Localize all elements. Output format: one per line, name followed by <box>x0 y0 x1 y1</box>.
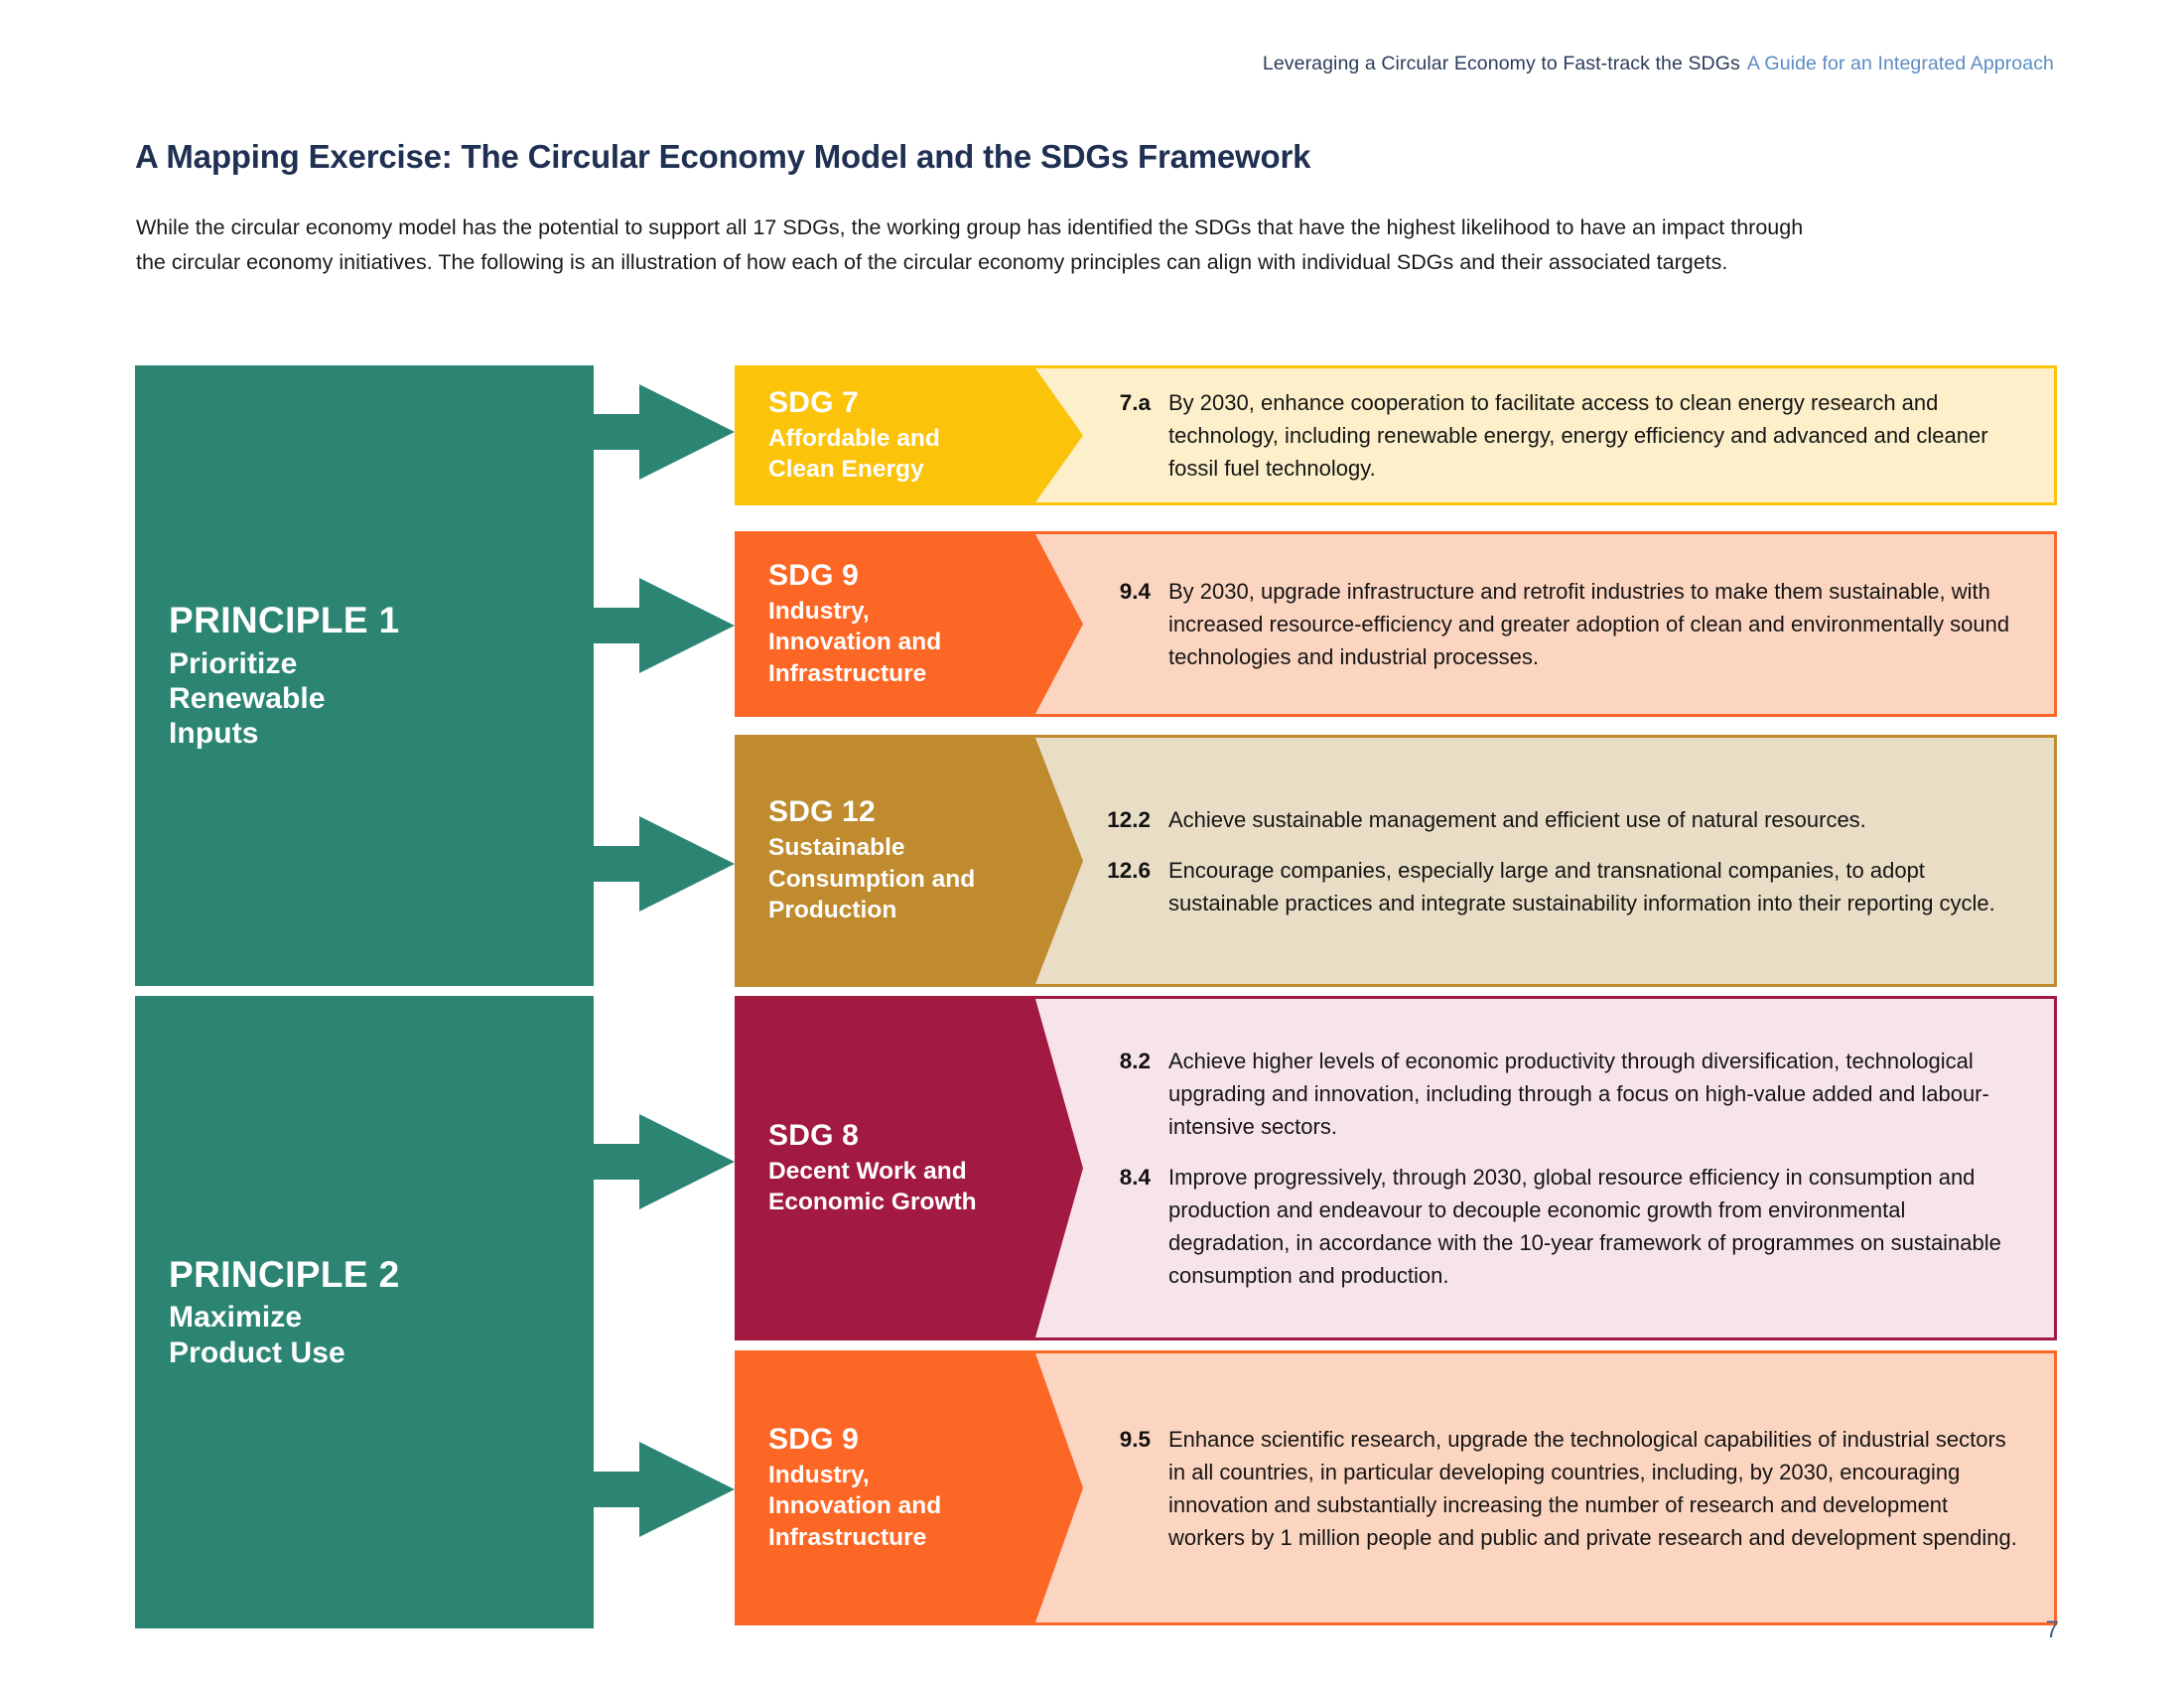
sdg-chevron-point <box>1035 999 1083 1337</box>
sdg-label-panel: SDG 7 Affordable and Clean Energy <box>738 368 1035 502</box>
sdg-targets-panel: 9.5 Enhance scientific research, upgrade … <box>1083 1353 2054 1622</box>
sdg-target-text: Improve progressively, through 2030, glo… <box>1168 1165 2001 1288</box>
intro-paragraph: While the circular economy model has the… <box>136 215 1804 274</box>
sdg-label-panel: SDG 9 Industry, Innovation and Infrastruc… <box>738 534 1035 714</box>
sdg-number-label: SDG 8 <box>768 1118 860 1152</box>
sdg-number-label: SDG 9 <box>768 558 860 592</box>
principle-title: PRINCIPLE 2 <box>169 1253 400 1295</box>
sdg-target-text: Achieve higher levels of economic produc… <box>1168 1049 1989 1139</box>
sdg-target-text: Achieve sustainable management and effic… <box>1168 806 1866 832</box>
sdg-target-row: 12.2 Achieve sustainable management and e… <box>1083 803 2028 836</box>
principle-title: PRINCIPLE 1 <box>169 600 400 641</box>
sdg-chevron-point <box>1035 738 1083 984</box>
sdg-card-sdg-7-0: SDG 7 Affordable and Clean Energy 7.a By 20… <box>735 365 2057 505</box>
sdg-target-row: 7.a By 2030, enhance cooperation to facil… <box>1083 386 2028 485</box>
sdg-card-sdg-9-1: SDG 9 Industry, Innovation and Infrastruc… <box>735 531 2057 717</box>
sdg-targets-panel: 12.2 Achieve sustainable management and e… <box>1083 738 2054 984</box>
sdg-target-number: 8.4 <box>1119 1165 1151 1190</box>
sdg-card-sdg-12-2: SDG 12 Sustainable Consumption and Produc… <box>735 735 2057 987</box>
sdg-target-number: 9.5 <box>1119 1426 1151 1452</box>
sdg-chevron-point <box>1035 534 1083 714</box>
arrow-spine-1 <box>556 365 594 986</box>
sdg-label-panel: SDG 12 Sustainable Consumption and Produc… <box>738 738 1035 984</box>
sdg-target-text: Encourage companies, especially large an… <box>1168 857 1995 915</box>
sdg-target-number: 12.2 <box>1107 806 1151 832</box>
sdg-target-text: Enhance scientific research, upgrade the… <box>1168 1426 2017 1550</box>
running-header-main: Leveraging a Circular Economy to Fast-tr… <box>1262 53 1740 74</box>
sdg-chevron-point <box>1035 368 1083 502</box>
sdg-target-text: By 2030, upgrade infrastructure and retr… <box>1168 579 2010 669</box>
sdg-targets-panel: 8.2 Achieve higher levels of economic pro… <box>1083 999 2054 1337</box>
sdg-goal-description: Decent Work and Economic Growth <box>768 1157 977 1215</box>
sdg-targets-panel: 9.4 By 2030, upgrade infrastructure and r… <box>1083 534 2054 714</box>
principle-subtitle: Prioritize Renewable Inputs <box>169 646 326 751</box>
principle-subtitle: Maximize Product Use <box>169 1301 345 1369</box>
connector-arrow-2 <box>556 578 735 673</box>
sdg-number-label: SDG 7 <box>768 385 860 419</box>
arrow-spine-2 <box>556 996 594 1628</box>
sdg-card-sdg-9-4: SDG 9 Industry, Innovation and Infrastruc… <box>735 1350 2057 1625</box>
sdg-label-panel: SDG 8 Decent Work and Economic Growth <box>738 999 1035 1337</box>
principle-block-1: PRINCIPLE 1 Prioritize Renewable Inputs <box>135 365 556 986</box>
sdg-target-row: 8.4 Improve progressively, through 2030, … <box>1083 1161 2028 1292</box>
page-number: 7 <box>2045 1617 2059 1643</box>
sdg-targets-panel: 7.a By 2030, enhance cooperation to facil… <box>1083 368 2054 502</box>
sdg-number-label: SDG 12 <box>768 795 876 829</box>
sdg-chevron-point <box>1035 1353 1083 1622</box>
connector-arrow-4 <box>556 1114 735 1209</box>
sdg-target-number: 7.a <box>1119 390 1151 415</box>
sdg-label-panel: SDG 9 Industry, Innovation and Infrastruc… <box>738 1353 1035 1622</box>
connector-arrow-5 <box>556 1442 735 1537</box>
sdg-goal-description: Sustainable Consumption and Production <box>768 834 976 924</box>
sdg-number-label: SDG 9 <box>768 1422 860 1456</box>
principle-block-2: PRINCIPLE 2 Maximize Product Use <box>135 996 556 1628</box>
connector-arrow-3 <box>556 816 735 912</box>
sdg-target-number: 8.2 <box>1119 1049 1151 1073</box>
sdg-target-row: 9.5 Enhance scientific research, upgrade … <box>1083 1423 2028 1554</box>
sdg-target-row: 8.2 Achieve higher levels of economic pro… <box>1083 1045 2028 1143</box>
sdg-target-row: 12.6 Encourage companies, especially larg… <box>1083 854 2028 919</box>
running-header-sub: A Guide for an Integrated Approach <box>1746 53 2054 74</box>
sdg-goal-description: Industry, Innovation and Infrastructure <box>768 597 942 687</box>
sdg-goal-description: Industry, Innovation and Infrastructure <box>768 1461 942 1551</box>
sdg-goal-description: Affordable and Clean Energy <box>768 424 940 483</box>
sdg-target-text: By 2030, enhance cooperation to facilita… <box>1168 390 1988 481</box>
sdg-card-sdg-8-3: SDG 8 Decent Work and Economic Growth 8.2 A… <box>735 996 2057 1340</box>
running-header: Leveraging a Circular Economy to Fast-tr… <box>1263 53 2054 75</box>
page-title: A Mapping Exercise: The Circular Economy… <box>135 138 1311 175</box>
sdg-target-number: 12.6 <box>1107 857 1151 883</box>
sdg-target-number: 9.4 <box>1119 579 1151 604</box>
connector-arrow-1 <box>556 384 735 480</box>
sdg-target-row: 9.4 By 2030, upgrade infrastructure and r… <box>1083 575 2028 673</box>
